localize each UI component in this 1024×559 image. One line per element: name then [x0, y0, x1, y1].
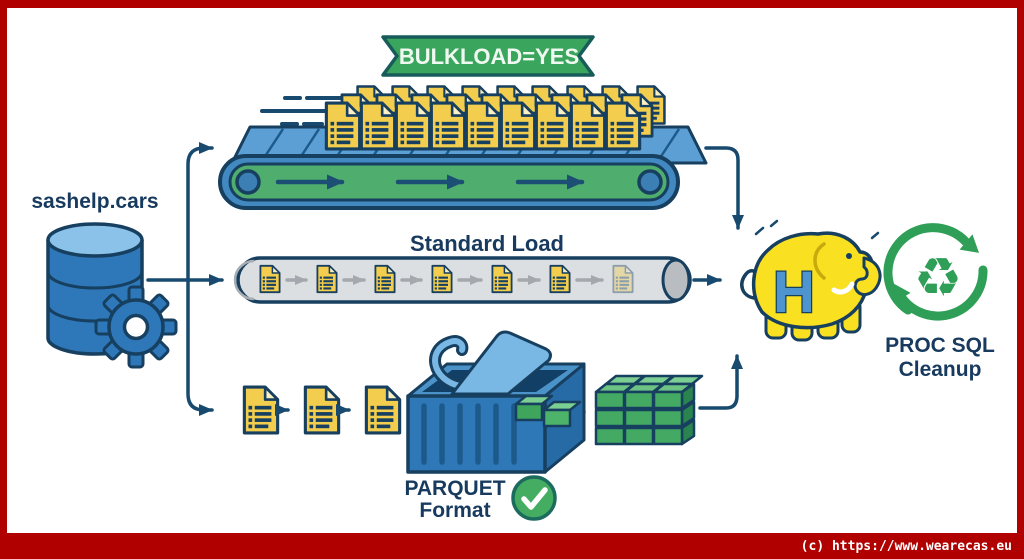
roller-icon — [637, 169, 663, 195]
parquet-documents — [242, 385, 402, 435]
parquet-blocks-icon — [594, 374, 704, 446]
recycle-icon: ♻ — [883, 223, 988, 321]
connector-arrows — [146, 142, 878, 418]
connector-branch-to-conveyor-arrow — [186, 142, 214, 282]
parquet-label-line1: PARQUET — [404, 477, 505, 500]
roller-icon — [235, 169, 261, 195]
elephant-trunk — [853, 256, 882, 297]
recycle-glyph: ♻ — [914, 246, 962, 309]
bulkload-banner: BULKLOAD=YES — [381, 35, 595, 77]
standard-load-pipe — [233, 256, 692, 304]
frame-border-left — [0, 0, 7, 559]
cleanup-label-line1: PROC SQL — [885, 334, 995, 357]
connector-conveyor-to-hadoop-arrow — [704, 146, 744, 230]
compactor-icon — [406, 330, 586, 474]
parquet-label-line2: Format — [419, 499, 490, 522]
connector-branch-to-parquet-arrow — [186, 278, 214, 416]
compactor-output-blocks — [514, 394, 582, 428]
standard-load-title: Standard Load — [410, 231, 564, 256]
conveyor-documents — [324, 85, 666, 151]
hadoop-elephant-icon: H — [740, 219, 882, 342]
check-icon — [511, 475, 557, 521]
gear-icon — [94, 285, 178, 369]
connector-blocks-to-hadoop-arrow — [698, 354, 743, 410]
frame-border-top — [0, 0, 1024, 8]
hadoop-letter: H — [773, 260, 815, 325]
cleanup-label-line2: Cleanup — [899, 358, 982, 381]
frame-border-bottom: (c) https://www.wearecas.eu — [0, 533, 1024, 559]
frame-border-right — [1017, 0, 1024, 559]
bulkload-banner-label: BULKLOAD=YES — [399, 44, 579, 69]
credit-text: (c) https://www.wearecas.eu — [800, 538, 1012, 554]
source-label: sashelp.cars — [31, 190, 158, 213]
